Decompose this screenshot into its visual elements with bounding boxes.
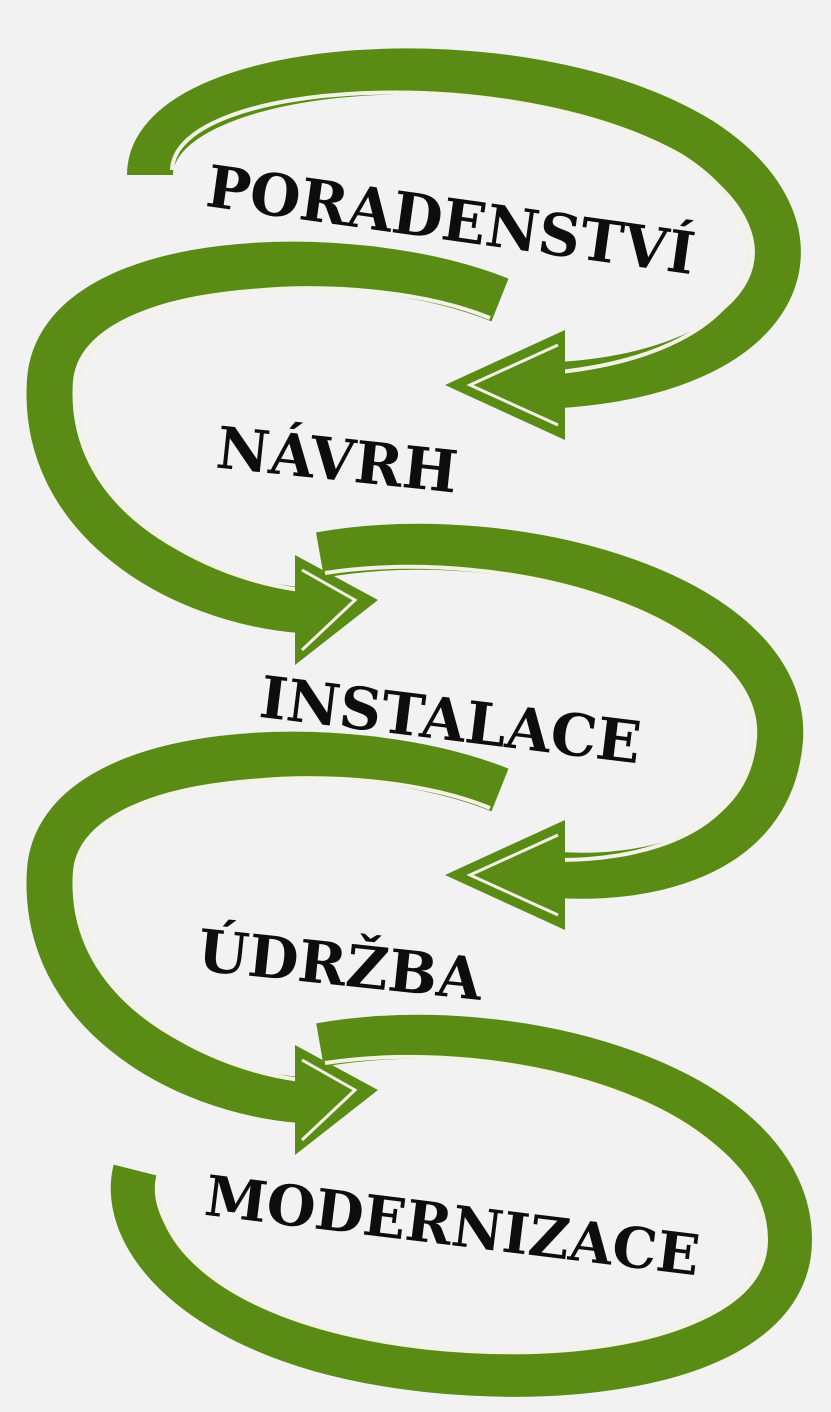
arrow-head-3-edge: [466, 833, 559, 917]
arrow-arc-1: [127, 48, 801, 440]
arrow-arc-3-band: [316, 523, 804, 899]
arrow-head-1-edge: [466, 343, 559, 427]
arrow-arc-4-highlight: [75, 776, 491, 1082]
stage-label-udrzba: ÚDRŽBA: [195, 916, 487, 1014]
arrow-arc-3-highlight: [324, 564, 755, 862]
arrow-head-4-edge: [300, 1058, 358, 1142]
arrow-arc-2-band: [26, 241, 509, 633]
arrow-head-3: [445, 820, 565, 930]
arrow-arc-4-band: [26, 731, 509, 1123]
arrow-head-2-edge: [300, 568, 358, 652]
stage-label-navrh: NÁVRH: [213, 414, 461, 507]
stage-label-modernizace: MODERNIZACE: [201, 1163, 703, 1289]
arrow-arc-1-band: [127, 48, 801, 408]
arrow-arc-1-highlight: [170, 90, 750, 374]
arrow-arc-5: [110, 1014, 812, 1397]
arrow-arc-3: [316, 523, 804, 930]
arrow-arc-4: [26, 731, 509, 1155]
arrow-arc-2-highlight: [75, 286, 491, 592]
arrow-arc-5-highlight: [156, 1054, 764, 1355]
arrow-head-1: [445, 330, 565, 440]
arrow-arc-5-band: [110, 1014, 812, 1397]
arrow-arc-2: [26, 241, 509, 665]
